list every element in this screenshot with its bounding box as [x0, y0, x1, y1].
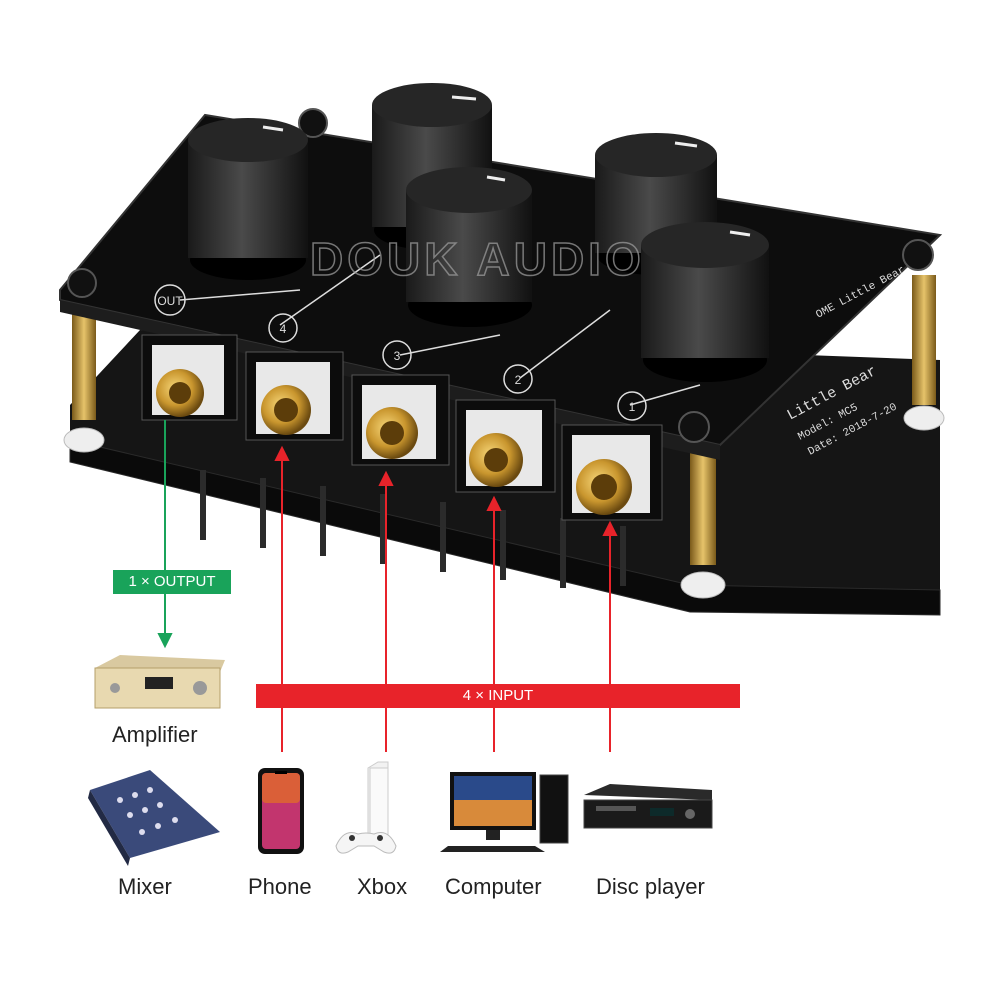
phone-image — [258, 768, 304, 854]
rca-jack-out — [141, 334, 238, 421]
xbox-label: Xbox — [357, 874, 408, 899]
input-arrows — [274, 445, 618, 752]
brand-watermark: DOUK AUDIO — [310, 233, 645, 285]
phone-label: Phone — [248, 874, 312, 899]
rca-jack-in-1 — [245, 351, 344, 441]
input-count-tag: 4 × INPUT — [256, 684, 740, 708]
knob-label-4: 4 — [280, 322, 287, 336]
pcb-traces — [200, 470, 626, 588]
knob-label-3: 3 — [394, 349, 401, 363]
amplifier-label: Amplifier — [112, 722, 198, 747]
knob-label-1: 1 — [629, 400, 636, 414]
knob-number-labels — [154, 284, 647, 421]
rca-jacks — [141, 334, 663, 521]
rca-jack-in-2 — [351, 374, 450, 466]
disc-player-label: Disc player — [596, 874, 705, 899]
disc-player-image — [583, 784, 713, 829]
corner-screws — [67, 108, 934, 443]
mixer-image — [88, 770, 220, 866]
rca-jack-in-3 — [455, 399, 556, 493]
amplifier-image — [94, 655, 225, 709]
computer-image — [440, 772, 569, 852]
computer-label: Computer — [445, 874, 542, 899]
mixer-label: Mixer — [118, 874, 172, 899]
brass-standoffs — [63, 275, 945, 599]
knob-label-out: OUT — [157, 294, 183, 308]
output-arrow — [157, 420, 173, 649]
knob-out — [188, 118, 308, 280]
knob-label-2: 2 — [515, 373, 522, 387]
knob-3 — [406, 167, 532, 327]
knob-1 — [641, 222, 769, 382]
rca-jack-in-4 — [561, 424, 663, 521]
output-count-tag: 1 × OUTPUT — [113, 570, 231, 594]
xbox-image — [335, 761, 397, 854]
